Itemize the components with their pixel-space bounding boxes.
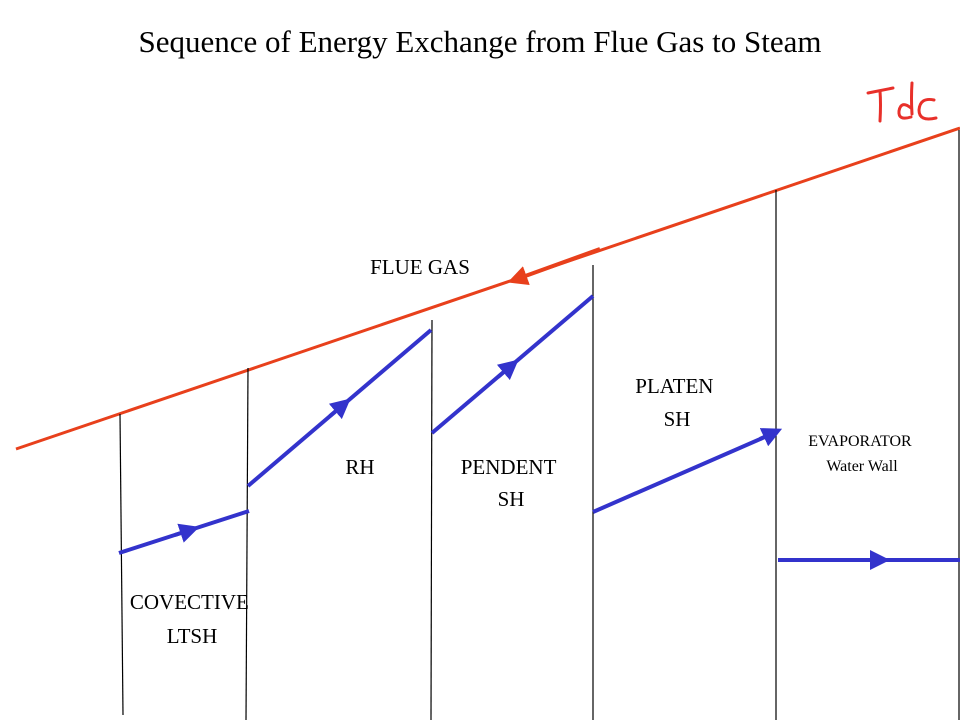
label-rh-line-1: RH [345, 455, 374, 479]
label-pendent-sh: PENDENT SH [461, 455, 562, 511]
flue-gas-label: FLUE GAS [370, 255, 470, 279]
label-platen-sh: PLATEN SH [635, 374, 718, 431]
steam-segment-pendent-sh [430, 294, 595, 435]
label-pendent-sh-line-2: SH [498, 487, 525, 511]
label-covective-ltsh: COVECTIVE LTSH [130, 590, 254, 648]
diagram-title: Sequence of Energy Exchange from Flue Ga… [139, 24, 822, 59]
flue-gas-line [15, 126, 960, 451]
divider-line-2 [245, 367, 249, 720]
label-evaporator: EVAPORATOR Water Wall [808, 433, 915, 475]
steam-segment-rh [246, 328, 433, 488]
divider-line-3 [430, 319, 433, 720]
label-evaporator-line-2: Water Wall [826, 458, 898, 475]
label-platen-sh-line-2: SH [664, 407, 691, 431]
divider-line-1 [119, 413, 124, 716]
label-pendent-sh-line-1: PENDENT [461, 455, 557, 479]
steam-segment-ltsh [118, 509, 250, 555]
handwritten-annotation [866, 81, 938, 123]
label-evaporator-line-1: EVAPORATOR [808, 433, 912, 450]
label-covective-ltsh-line-2: LTSH [167, 624, 218, 648]
flue-gas-arrow [507, 247, 601, 286]
label-platen-sh-line-1: PLATEN [635, 374, 713, 398]
steam-segment-platen-sh [592, 428, 783, 514]
label-covective-ltsh-line-1: COVECTIVE [130, 590, 249, 614]
label-rh: RH [345, 455, 374, 479]
